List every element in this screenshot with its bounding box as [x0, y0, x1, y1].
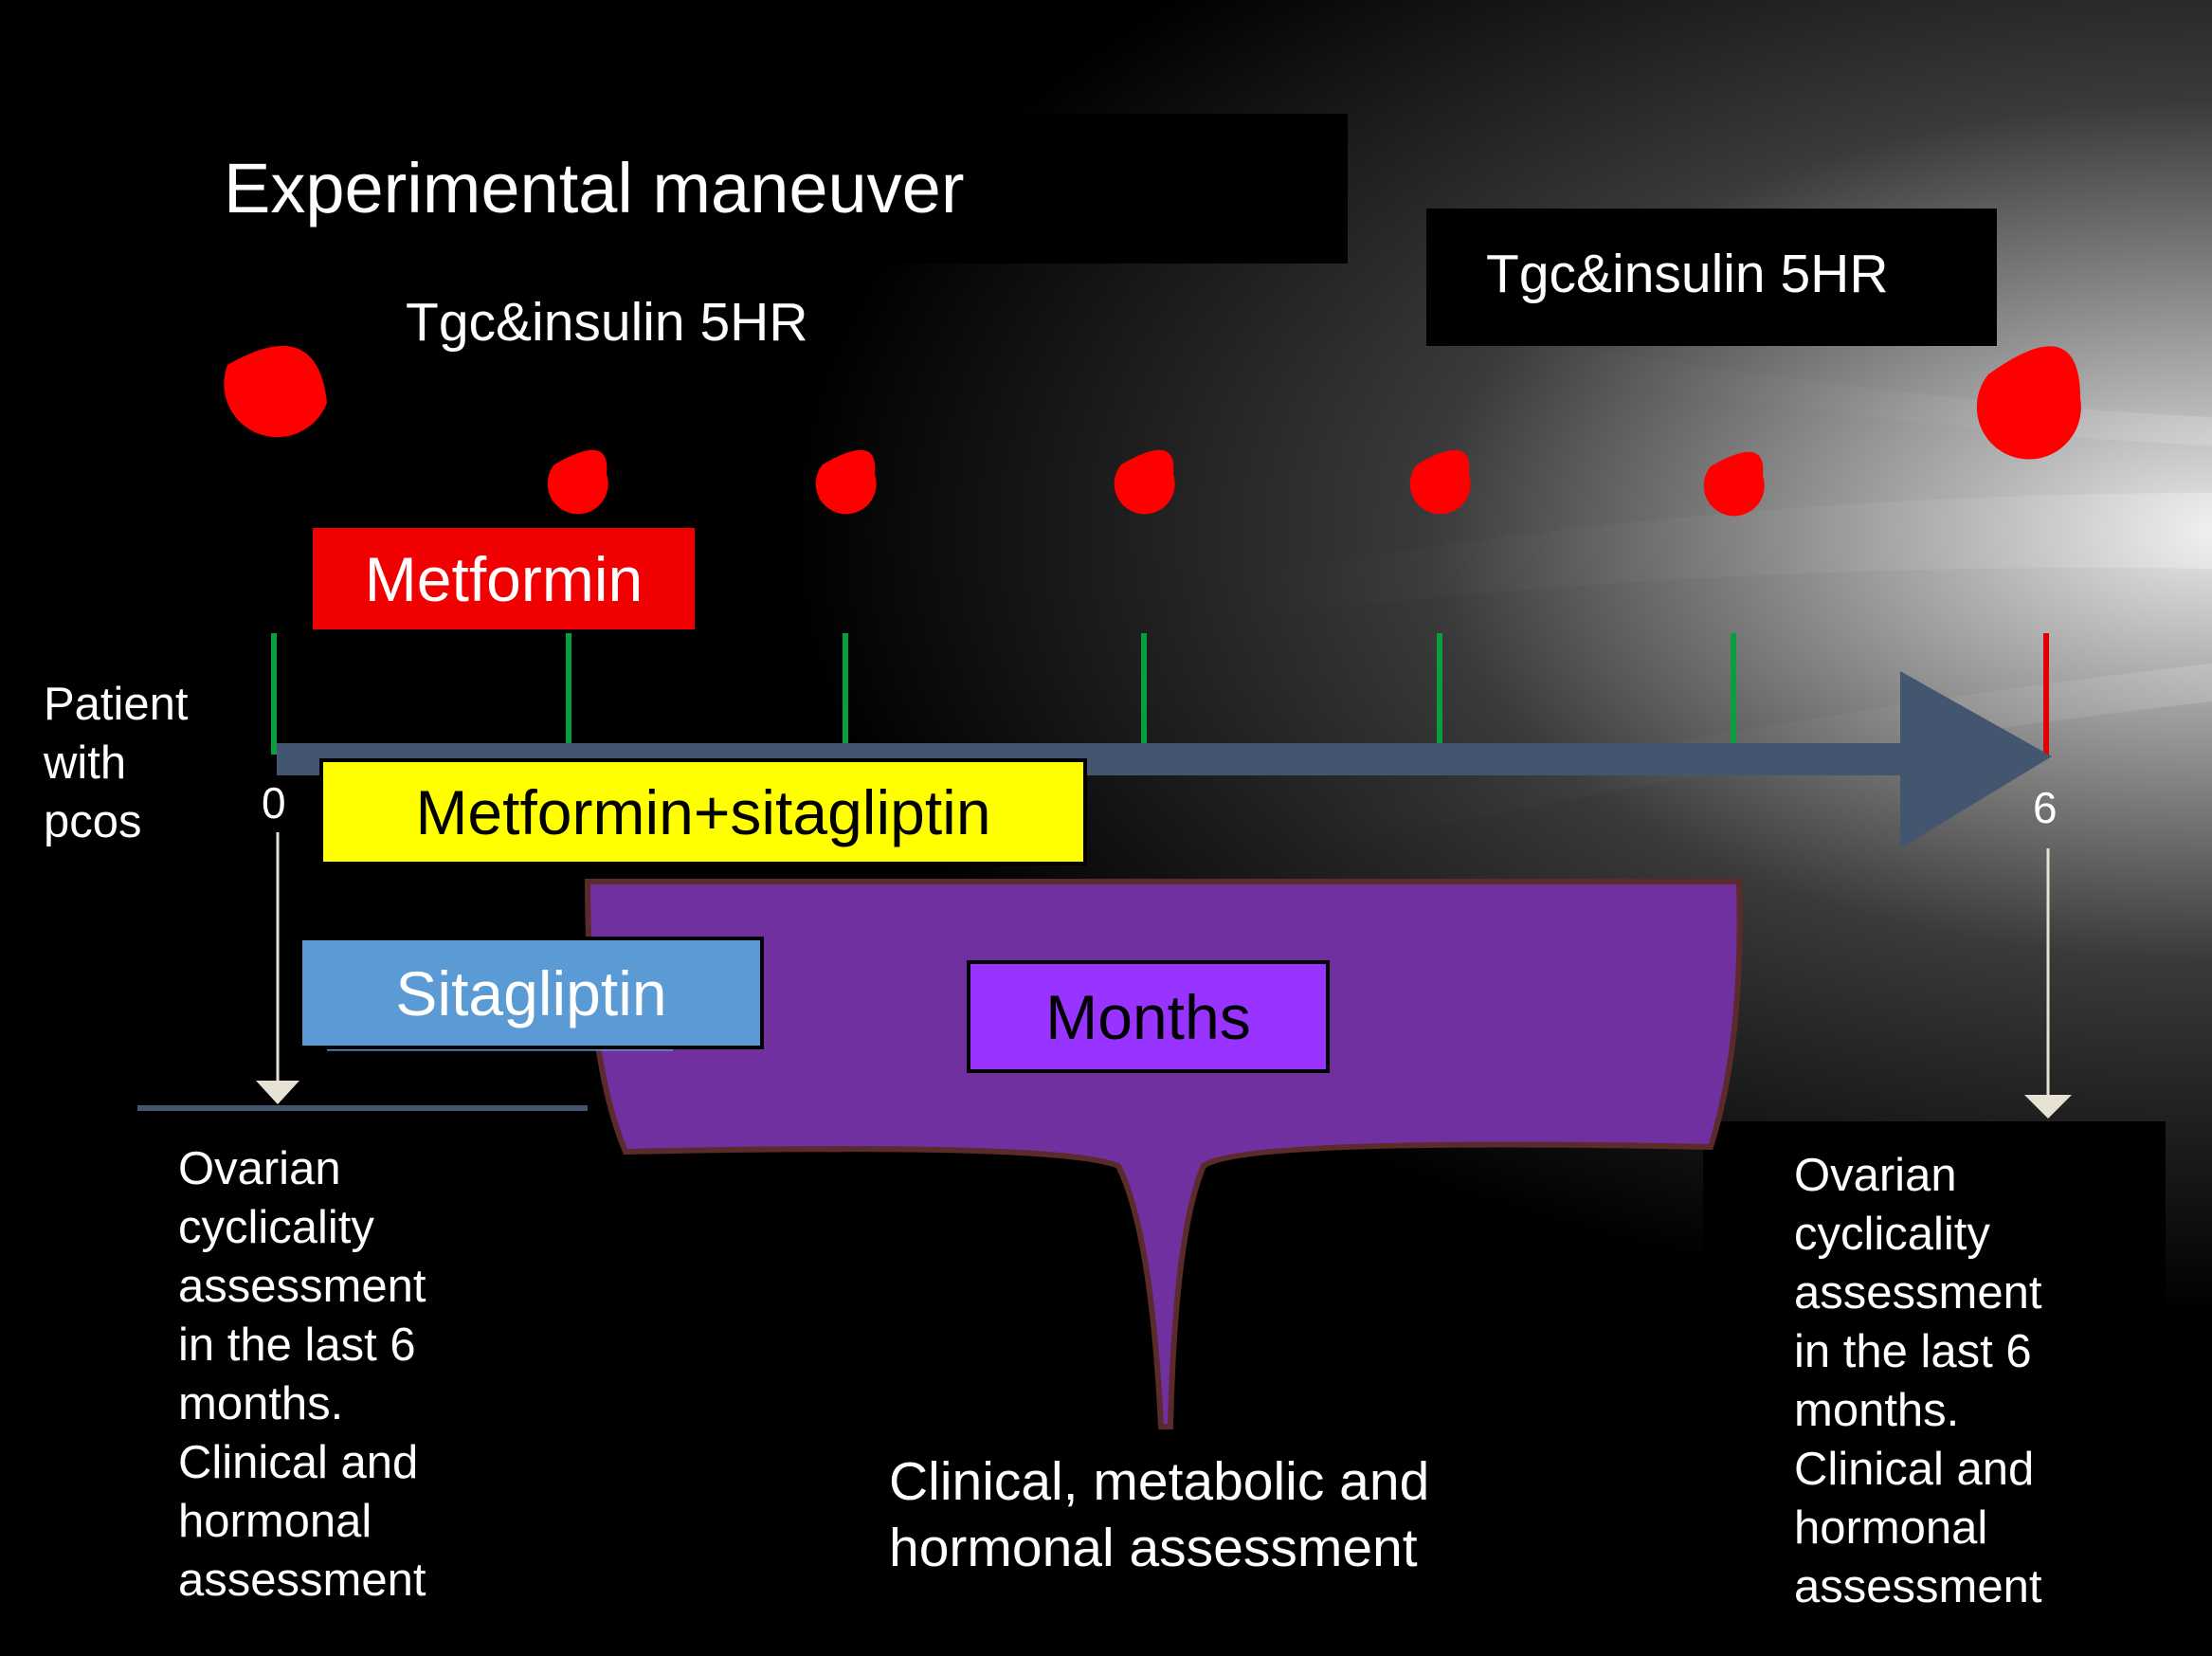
assessment-right-line: Ovarian [1794, 1150, 1957, 1201]
tick-label-start: 0 [262, 778, 286, 828]
sampling-label-right: Tgc&insulin 5HR [1486, 244, 1889, 304]
assessment-funnel [584, 879, 1743, 1429]
assessment-right: Ovarian cyclicality assessment in the la… [1794, 1146, 2041, 1616]
diagram-title: Experimental maneuver [224, 149, 965, 227]
patient-label-line: Patient [44, 679, 189, 730]
patient-label-line: with [44, 737, 127, 789]
assessment-right-line: months. [1794, 1385, 1960, 1436]
assessment-left-line: Clinical and [178, 1437, 419, 1488]
title-panel [218, 114, 1348, 264]
assessment-right-line: assessment [1794, 1561, 2042, 1612]
month-ticks [271, 633, 2049, 755]
down-arrow-left [256, 832, 299, 1104]
blood-drop-end [1976, 346, 2081, 460]
treatment-sitagliptin: Sitagliptin [299, 937, 764, 1049]
assessment-right-line: assessment [1794, 1267, 2042, 1319]
treatment-metformin: Metformin [313, 528, 695, 629]
assessment-left-line: assessment [178, 1261, 426, 1312]
assessment-right-line: cyclicality [1794, 1209, 1990, 1260]
sampling-label-left: Tgc&insulin 5HR [406, 292, 808, 353]
blood-drop-3 [1114, 449, 1175, 515]
assessment-left-line: Ovarian [178, 1143, 341, 1194]
assessment-left-line: months. [178, 1378, 344, 1429]
treatment-metformin-sitagliptin: Metformin+sitagliptin [319, 758, 1087, 865]
months-unit-label: Months [967, 960, 1330, 1073]
assessment-left-line: hormonal [178, 1496, 372, 1547]
tick-label-end: 6 [2033, 783, 2058, 832]
assessment-left-line: in the last 6 [178, 1319, 416, 1371]
blood-drop-1 [547, 449, 608, 515]
blood-drop-start [224, 345, 327, 438]
right-sampling-panel [1426, 209, 1997, 346]
blood-drops [224, 345, 2081, 517]
patient-label-line: pcos [44, 796, 142, 847]
assessment-left-line: assessment [178, 1555, 426, 1606]
left-assessment-panel [137, 1114, 592, 1656]
blood-drop-5 [1703, 451, 1765, 517]
assessment-right-line: hormonal [1794, 1502, 1988, 1554]
blood-drop-4 [1409, 449, 1471, 515]
assessment-right-line: Clinical and [1794, 1444, 2035, 1495]
blood-drop-2 [815, 449, 877, 515]
assessment-right-line: in the last 6 [1794, 1326, 2032, 1377]
assessment-left-line: cyclicality [178, 1202, 374, 1253]
patient-label: Patient with pcos [44, 675, 189, 851]
center-assessment-panel [825, 1427, 1583, 1621]
down-arrow-right [2024, 848, 2072, 1119]
assessment-center: Clinical, metabolic and hormonal assessm… [889, 1448, 1429, 1581]
right-assessment-panel [1703, 1121, 2166, 1638]
assessment-center-line: Clinical, metabolic and [889, 1451, 1430, 1512]
assessment-center-line: hormonal assessment [889, 1518, 1418, 1578]
assessment-left: Ovarian cyclicality assessment in the la… [178, 1139, 426, 1610]
